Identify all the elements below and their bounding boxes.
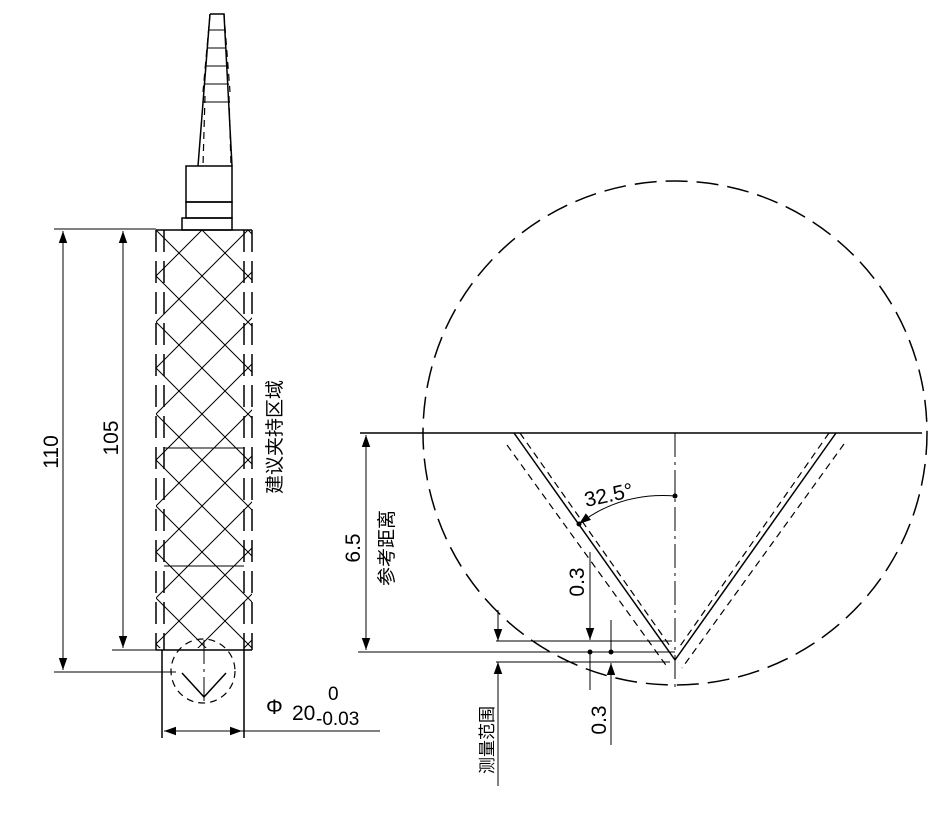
offset-top-label: 0.3 (566, 567, 589, 596)
diameter-tol-lower: -0.03 (316, 709, 359, 730)
offset-bottom-label: 0.3 (588, 705, 611, 734)
measurement-range-lines (493, 610, 675, 786)
offset-dim-top (585, 552, 595, 690)
probe-tip-v (506, 432, 845, 669)
ref-distance-value: 6.5 (342, 533, 365, 562)
offset-dim-bottom (606, 620, 616, 745)
dimension-105 (112, 228, 156, 651)
reference-distance-dim (358, 435, 675, 653)
diameter-symbol: Φ (266, 696, 283, 719)
angle-label: 32.5° (582, 479, 635, 512)
diameter-tol-upper: 0 (328, 684, 339, 705)
tip-detail-circle (170, 638, 236, 704)
sensor-cable (197, 13, 233, 167)
sensor-body (155, 229, 253, 738)
angle-dimension (576, 493, 678, 527)
diameter-nominal: 20 (292, 702, 315, 725)
cable-connector (181, 165, 233, 231)
measurement-range-label: 测量范围 (478, 706, 497, 774)
dim-105-label: 105 (100, 420, 123, 455)
knurled-grip (156, 230, 252, 648)
ref-distance-label: 参考距离 (376, 510, 398, 586)
dim-110-label: 110 (40, 435, 63, 468)
grip-area-label: 建议夹持区域 (264, 380, 286, 494)
